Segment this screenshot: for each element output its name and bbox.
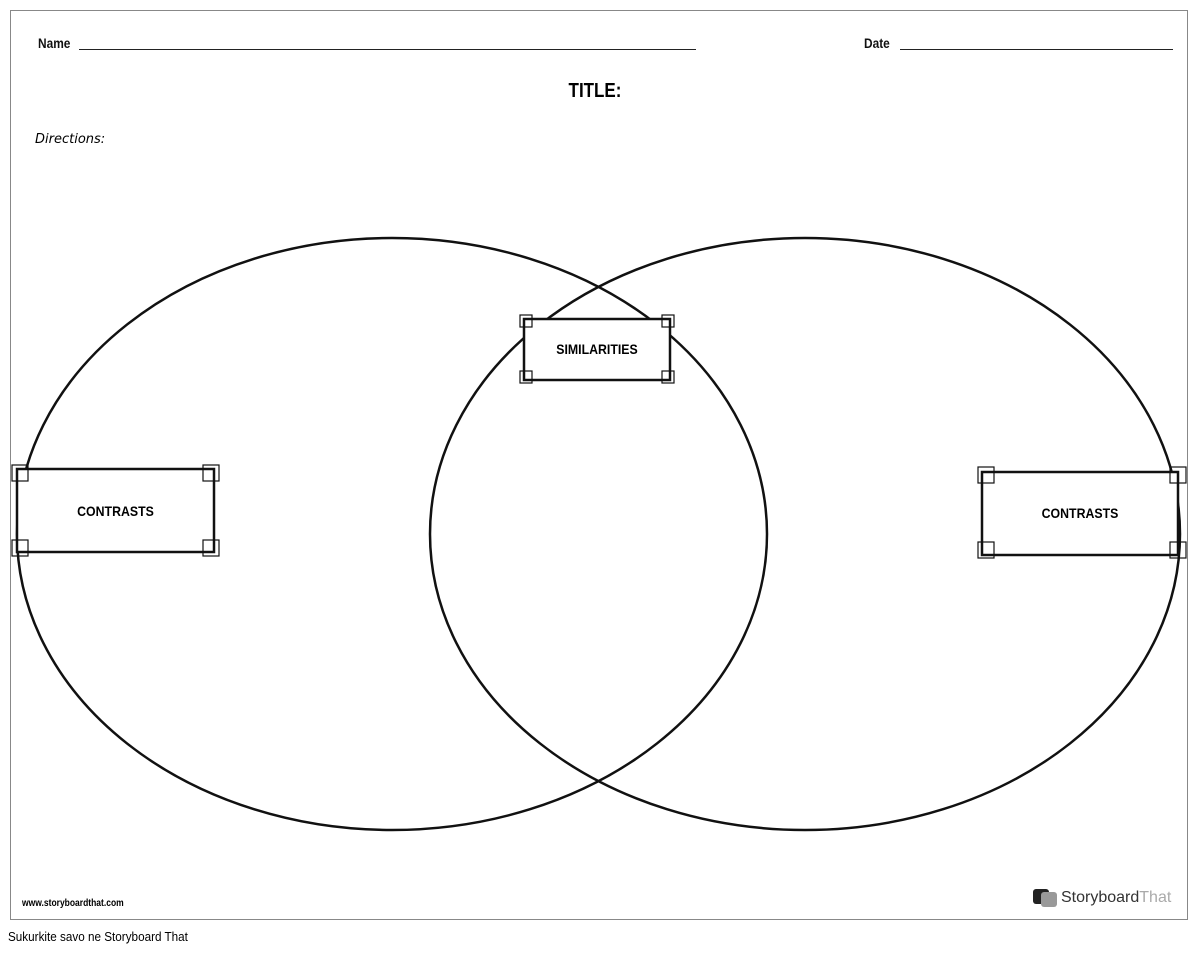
similarities-box <box>522 317 672 382</box>
name-field[interactable] <box>79 49 696 50</box>
storyboardthat-logo: StoryboardThat <box>1033 889 1171 907</box>
date-label: Date <box>864 35 890 51</box>
date-field[interactable] <box>900 49 1173 50</box>
footer-link[interactable]: Sukurkite savo ne Storyboard That <box>8 929 188 944</box>
speech-bubble-icon <box>1033 889 1057 907</box>
right-contrasts-box <box>980 470 1180 557</box>
website-text: www.storyboardthat.com <box>22 898 124 909</box>
left-contrasts-label: CONTRASTS <box>77 503 154 519</box>
worksheet-frame <box>10 10 1188 920</box>
name-label: Name <box>38 35 71 51</box>
directions-label: Directions: <box>35 132 106 147</box>
logo-text: Storyboard <box>1061 889 1140 906</box>
logo-text-accent: That <box>1139 889 1172 906</box>
corner-handles <box>11 314 1187 559</box>
similarities-label: SIMILARITIES <box>556 341 638 357</box>
right-circle <box>428 236 1182 832</box>
right-contrasts-label: CONTRASTS <box>1041 505 1119 521</box>
title-label: TITLE: <box>568 80 622 102</box>
left-contrasts-box <box>15 467 216 554</box>
